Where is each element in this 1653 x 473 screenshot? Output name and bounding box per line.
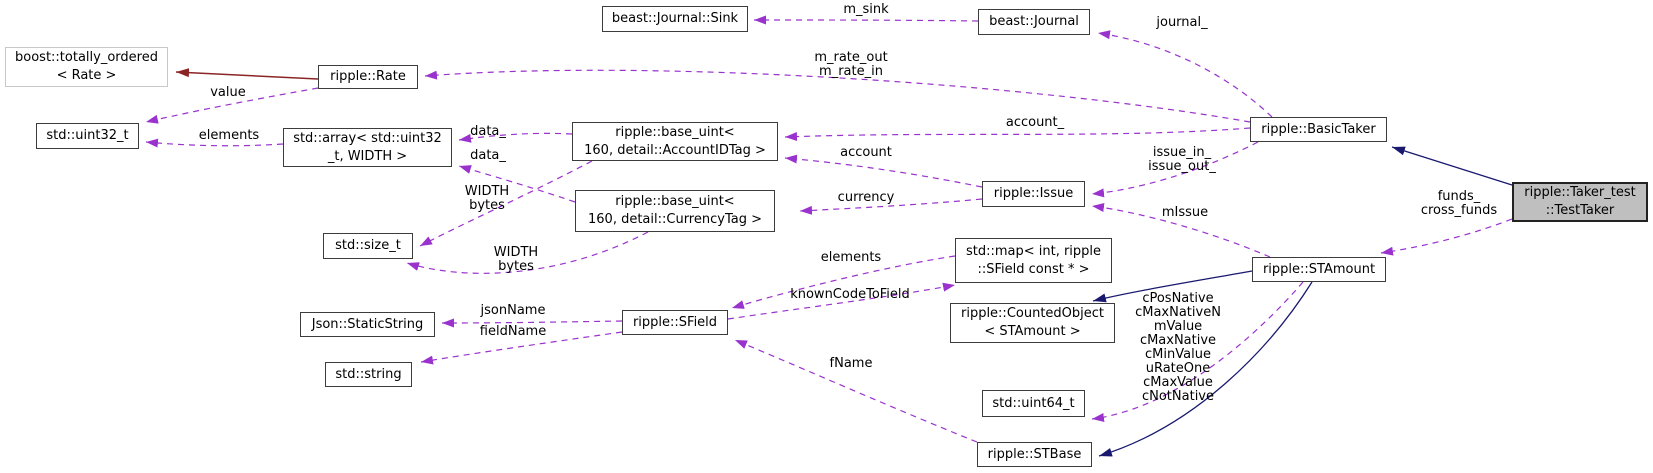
- class-label: ripple::STAmount: [1262, 261, 1376, 277]
- class-node-ripple-basictaker[interactable]: ripple::BasicTaker: [1250, 117, 1387, 142]
- edge-m-rate: [424, 69, 1251, 123]
- edge-account-underscore: [784, 127, 1251, 142]
- class-label: ripple::base_uint<: [615, 194, 735, 209]
- edge-constants-uint64: [1091, 281, 1304, 422]
- class-label: ::SField const * >: [977, 261, 1090, 277]
- class-label: std::array< std::uint32: [293, 130, 442, 146]
- class-label: Json::StaticString: [311, 316, 424, 332]
- edge-elements-uint32: [145, 138, 284, 148]
- edge-label-fieldname: fieldName: [479, 324, 547, 339]
- edge-label-account: account: [840, 145, 892, 160]
- class-label: ripple::CountedObject: [960, 306, 1105, 321]
- edge-inheritance-stamount-stbase: [1098, 281, 1313, 457]
- edge-label-width-bytes-currency: WIDTH bytes: [493, 245, 539, 274]
- edge-label-width-bytes-account: WIDTH bytes: [464, 184, 510, 213]
- class-label: std::map< int, ripple: [965, 243, 1102, 259]
- edge-label-knowncodetofield: knownCodeToField: [790, 287, 910, 302]
- edge-label-fname: fName: [829, 356, 873, 371]
- class-label: boost::totally_ordered: [15, 50, 158, 65]
- class-node-beast-journal[interactable]: beast::Journal: [978, 9, 1090, 35]
- class-label: ripple::base_uint<: [615, 124, 735, 140]
- edge-inheritance-stamount-countedobject: [1092, 270, 1253, 303]
- class-node-ripple-countedobject[interactable]: ripple::CountedObject < STAmount >: [950, 303, 1115, 343]
- edge-m-sink: [753, 15, 979, 25]
- class-label: ripple::Taker_test: [1524, 185, 1636, 200]
- class-node-boost-totally-ordered: boost::totally_ordered < Rate >: [5, 47, 168, 87]
- class-label: std::uint32_t: [46, 128, 129, 143]
- edge-label-elements-uint32: elements: [198, 128, 260, 143]
- class-node-ripple-issue[interactable]: ripple::Issue: [982, 181, 1085, 207]
- class-node-json-staticstring[interactable]: Json::StaticString: [300, 312, 435, 337]
- edge-label-data-account: data_: [470, 124, 506, 139]
- edge-width-bytes-currency: [406, 231, 649, 274]
- class-label: < Rate >: [56, 68, 117, 83]
- edge-label-elements-sfield: elements: [820, 250, 882, 265]
- class-label: ripple::STBase: [987, 446, 1082, 462]
- class-label: std::uint64_t: [992, 395, 1075, 411]
- edge-fname: [734, 339, 978, 443]
- class-node-std-size-t[interactable]: std::size_t: [323, 233, 413, 259]
- class-label: ripple::Issue: [993, 186, 1074, 201]
- class-label: std::size_t: [335, 238, 401, 253]
- edge-label-account-underscore: account_: [1005, 115, 1065, 130]
- edge-journal: [1097, 30, 1273, 118]
- class-node-base-uint-accountidtag[interactable]: ripple::base_uint< 160, detail::AccountI…: [572, 122, 778, 161]
- class-node-ripple-stbase[interactable]: ripple::STBase: [977, 442, 1092, 467]
- edge-value: [145, 87, 319, 124]
- class-label: 160, detail::AccountIDTag >: [584, 142, 766, 158]
- edge-m-issue: [1091, 203, 1271, 258]
- edge-label-issue-in-out: issue_in_ issue_out_: [1148, 145, 1216, 174]
- edge-account: [784, 154, 983, 188]
- class-node-ripple-taker-test-testtaker[interactable]: ripple::Taker_test ::TestTaker: [1512, 182, 1648, 222]
- class-node-beast-journal-sink[interactable]: beast::Journal::Sink: [602, 6, 748, 32]
- class-label: 160, detail::CurrencyTag >: [588, 212, 762, 227]
- class-label: ::TestTaker: [1545, 203, 1615, 218]
- class-node-std-map-sfield[interactable]: std::map< int, ripple ::SField const * >: [955, 238, 1112, 283]
- class-node-std-array[interactable]: std::array< std::uint32 _t, WIDTH >: [283, 128, 452, 167]
- edge-issue-in-out: [1091, 141, 1259, 198]
- edge-label-m-rate: m_rate_out m_rate_in: [814, 50, 888, 79]
- class-label: beast::Journal: [989, 14, 1079, 29]
- edge-jsonname: [441, 318, 623, 328]
- class-label: std::string: [335, 366, 402, 382]
- edge-label-data-currency: data_: [470, 148, 506, 163]
- edge-label-stamount-constants: cPosNative cMaxNativeN mValue cMaxNative…: [1135, 291, 1221, 404]
- class-label: < STAmount >: [984, 324, 1081, 339]
- class-node-base-uint-currencytag[interactable]: ripple::base_uint< 160, detail::Currency…: [575, 190, 775, 232]
- edge-currency: [799, 198, 983, 215]
- edge-label-m-sink: m_sink: [843, 2, 889, 17]
- class-label: ripple::SField: [632, 314, 718, 330]
- class-label: ripple::Rate: [330, 69, 406, 84]
- edge-label-currency: currency: [837, 190, 895, 205]
- edge-data-account: [458, 132, 573, 143]
- edge-label-journal: journal_: [1156, 15, 1208, 30]
- edge-inheritance-rate-totallyordered: [175, 68, 319, 80]
- edge-label-value: value: [210, 85, 246, 100]
- edge-label-jsonname: jsonName: [480, 303, 546, 318]
- class-label: beast::Journal::Sink: [611, 11, 739, 26]
- class-label: ripple::BasicTaker: [1261, 121, 1376, 137]
- edge-fieldname: [420, 331, 623, 365]
- class-node-ripple-rate[interactable]: ripple::Rate: [318, 65, 418, 89]
- class-node-std-uint64-t[interactable]: std::uint64_t: [982, 390, 1085, 417]
- edge-elements-sfield: [731, 255, 956, 309]
- edge-funds-cross-funds: [1380, 218, 1513, 256]
- class-node-ripple-sfield[interactable]: ripple::SField: [622, 310, 728, 335]
- edge-width-bytes-account: [419, 160, 593, 247]
- class-label: _t, WIDTH >: [327, 148, 408, 164]
- edge-label-m-issue: mIssue: [1161, 205, 1209, 220]
- edge-data-currency: [458, 165, 576, 203]
- edge-label-funds-cross-funds: funds_ cross_funds: [1420, 189, 1498, 218]
- class-node-ripple-stamount[interactable]: ripple::STAmount: [1252, 257, 1386, 282]
- edge-inheritance-testtaker-basictaker: [1391, 146, 1513, 186]
- edge-knowncodetofield: [727, 282, 956, 320]
- class-node-std-uint32-t[interactable]: std::uint32_t: [36, 123, 139, 149]
- class-node-std-string[interactable]: std::string: [325, 362, 412, 387]
